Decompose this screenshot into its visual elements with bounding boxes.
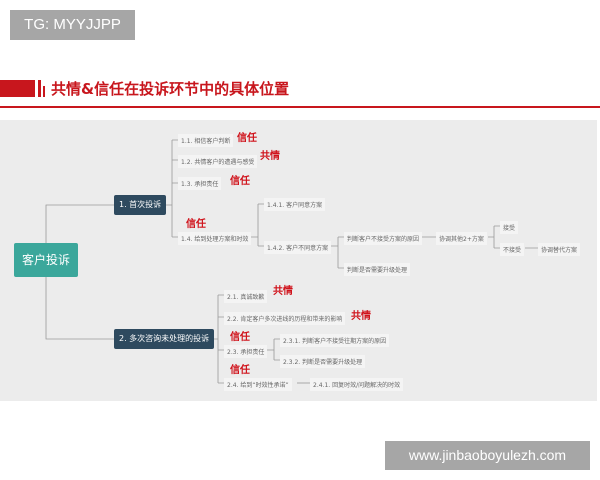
mindmap-panel — [0, 120, 597, 401]
node-alternative[interactable]: 协调替代方案 — [538, 243, 581, 256]
title-accent-bar — [43, 86, 45, 97]
tag-empathy: 共情 — [260, 151, 280, 162]
page-title: 共情&信任在投诉环节中的具体位置 — [51, 80, 290, 98]
root-node[interactable]: 客户投诉 — [14, 243, 78, 277]
node-1-2[interactable]: 1.2. 共情客户的遭遇与感受 — [178, 155, 258, 168]
title-accent-bar — [0, 80, 35, 97]
connector-lines — [45, 139, 538, 384]
title-accent-bar — [38, 80, 41, 97]
node-2-3-1[interactable]: 2.3.1. 判断客户不接受往期方案的原因 — [280, 334, 390, 347]
tag-trust: 信任 — [230, 332, 250, 343]
node-1-4-2[interactable]: 1.4.2. 客户不同意方案 — [264, 241, 332, 254]
node-coordinate[interactable]: 协调其他2+方案 — [436, 232, 487, 245]
title-divider — [0, 106, 600, 108]
node-1-4-1[interactable]: 1.4.1. 客户同意方案 — [264, 198, 326, 211]
tag-empathy: 共情 — [273, 286, 293, 297]
node-2-3-2[interactable]: 2.3.2. 判断是否需要升级处理 — [280, 355, 366, 368]
watermark-url: www.jinbaoboyulezh.com — [385, 441, 590, 470]
tag-trust: 信任 — [186, 219, 206, 230]
tag-trust: 信任 — [230, 176, 250, 187]
tg-badge: TG: MYYJJPP — [10, 10, 135, 40]
tag-trust: 信任 — [230, 365, 250, 376]
tag-trust: 信任 — [237, 133, 257, 144]
node-2-4-1[interactable]: 2.4.1. 回复时效/问题解决的时效 — [310, 378, 404, 391]
branch-node-repeat-complaint[interactable]: 2. 多次咨询未处理的投诉 — [114, 329, 215, 349]
node-2-1[interactable]: 2.1. 真诚致歉 — [224, 290, 268, 303]
node-2-3[interactable]: 2.3. 承担责任 — [224, 345, 268, 358]
node-1-1[interactable]: 1.1. 相信客户判断 — [178, 134, 234, 147]
node-2-2[interactable]: 2.2. 肯定客户多次进线的历程和带来的影响 — [224, 312, 346, 325]
node-accept[interactable]: 接受 — [500, 221, 519, 234]
node-2-4[interactable]: 2.4. 给到“时效性承诺” — [224, 378, 292, 391]
node-reason[interactable]: 判断客户不接受方案的原因 — [344, 232, 423, 245]
node-1-3[interactable]: 1.3. 承担责任 — [178, 177, 222, 190]
node-reject[interactable]: 不接受 — [500, 243, 525, 256]
node-1-4[interactable]: 1.4. 给到处理方案和时效 — [178, 232, 252, 245]
tag-empathy: 共情 — [351, 311, 371, 322]
node-upgrade[interactable]: 判断是否需要升级处理 — [344, 263, 411, 276]
branch-node-first-complaint[interactable]: 1. 首次投诉 — [114, 195, 167, 215]
